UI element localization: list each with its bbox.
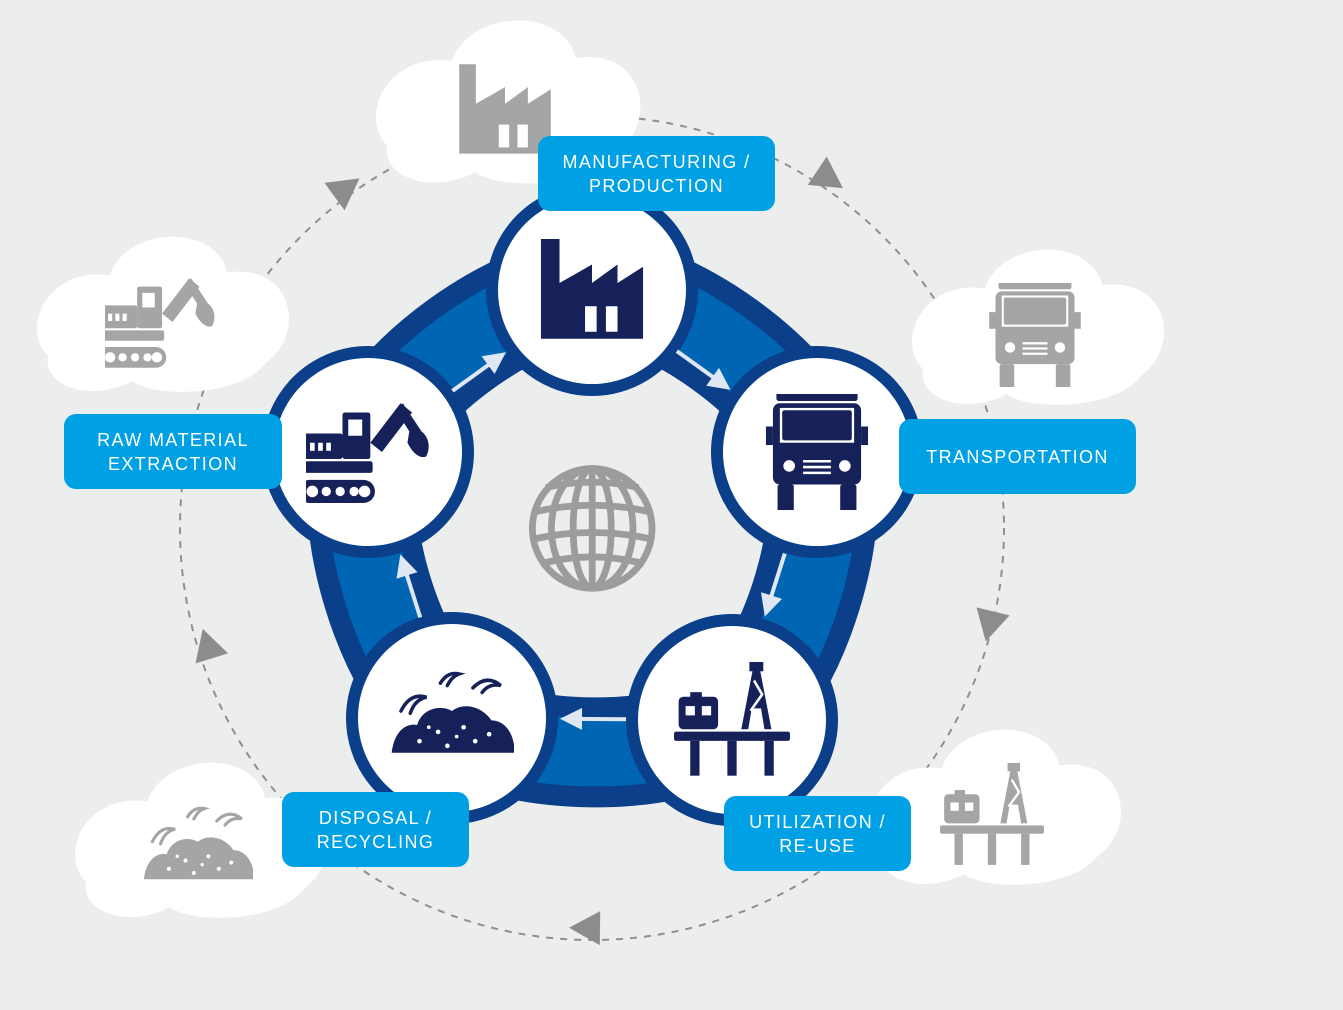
- outer-cycle-arrow: [324, 165, 369, 211]
- label-raw-material: RAW MATERIAL EXTRACTION: [64, 414, 282, 489]
- label-utilization: UTILIZATION / RE-USE: [724, 796, 911, 871]
- outer-cycle-arrow: [808, 157, 853, 203]
- node-utilization: [638, 626, 826, 814]
- label-manufacturing: MANUFACTURING / PRODUCTION: [538, 136, 775, 211]
- globe-icon: [532, 469, 652, 589]
- label-disposal: DISPOSAL / RECYCLING: [282, 792, 469, 867]
- outer-cycle-arrow: [569, 911, 600, 945]
- label-transportation: TRANSPORTATION: [899, 419, 1136, 494]
